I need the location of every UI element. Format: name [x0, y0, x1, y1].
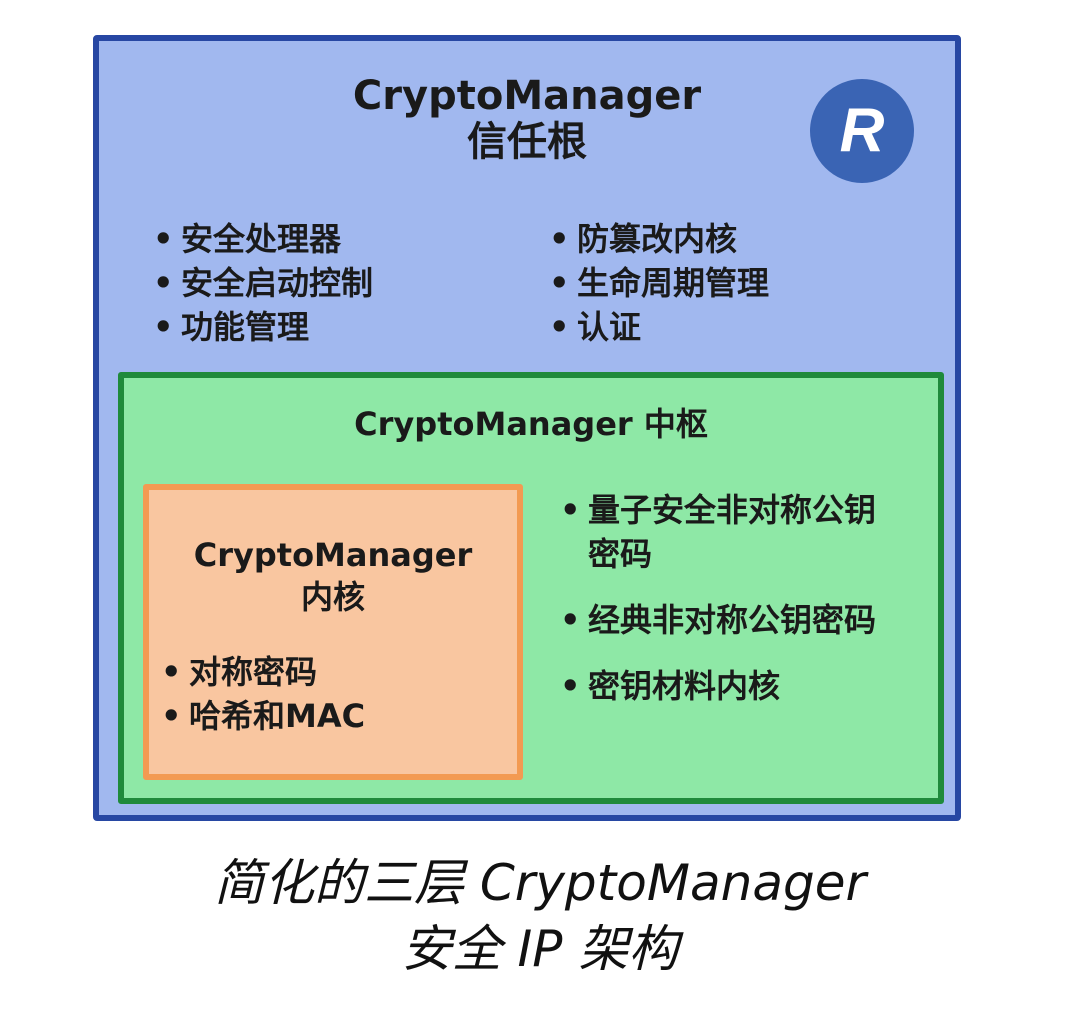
core-title-line1: CryptoManager — [193, 536, 473, 574]
root-of-trust-title-line1: CryptoManager — [352, 73, 702, 119]
rambus-logo-icon: R — [810, 79, 914, 183]
feature-classic-pkc: 经典非对称公钥密码 — [560, 598, 900, 642]
core-title: CryptoManager 内核 — [149, 534, 517, 618]
feature-lifecycle-management: 生命周期管理 — [549, 261, 769, 305]
feature-quantum-safe-pkc: 量子安全非对称公钥密码 — [560, 488, 900, 576]
feature-hash-and-mac: 哈希和MAC — [161, 694, 365, 738]
feature-secure-boot-control: 安全启动控制 — [153, 261, 373, 305]
core-title-line2: 内核 — [300, 578, 365, 616]
feature-authentication: 认证 — [549, 305, 769, 349]
feature-key-material-core: 密钥材料内核 — [560, 664, 900, 708]
feature-secure-processor: 安全处理器 — [153, 217, 373, 261]
diagram-caption: 简化的三层 CryptoManager 安全 IP 架构 — [0, 850, 1080, 982]
caption-line2: 安全 IP 架构 — [401, 920, 679, 978]
hub-title: CryptoManager 中枢 — [354, 405, 708, 443]
feature-function-management: 功能管理 — [153, 305, 373, 349]
root-of-trust-features-right: 防篡改内核 生命周期管理 认证 — [549, 217, 769, 349]
feature-tamper-resistant-core: 防篡改内核 — [549, 217, 769, 261]
feature-symmetric-crypto: 对称密码 — [161, 650, 365, 694]
core-layer: CryptoManager 内核 对称密码 哈希和MAC — [143, 484, 523, 780]
hub-features: 量子安全非对称公钥密码 经典非对称公钥密码 密钥材料内核 — [560, 488, 900, 730]
caption-line1: 简化的三层 CryptoManager — [213, 854, 867, 912]
root-of-trust-title: CryptoManager 信任根 — [99, 73, 955, 165]
root-of-trust-title-line2: 信任根 — [467, 119, 587, 165]
root-of-trust-features-left: 安全处理器 安全启动控制 功能管理 — [153, 217, 373, 349]
core-features: 对称密码 哈希和MAC — [161, 650, 365, 738]
root-of-trust-layer: CryptoManager 信任根 R 安全处理器 安全启动控制 功能管理 防篡… — [93, 35, 961, 821]
hub-layer: CryptoManager 中枢 CryptoManager 内核 对称密码 哈… — [118, 372, 944, 804]
